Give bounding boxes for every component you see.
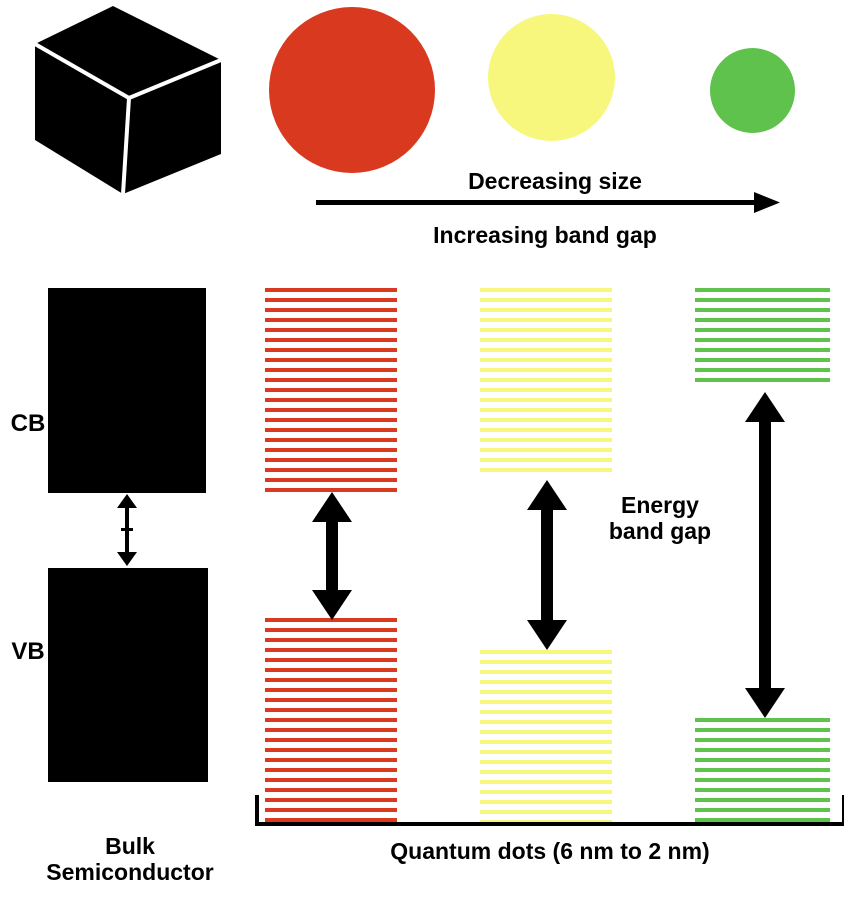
decreasing-size-arrow	[316, 192, 780, 213]
energy-band-gap-label: Energy band gap	[608, 492, 712, 545]
large-quantum-dot	[269, 7, 435, 173]
bulk-band-gap-arrow	[117, 494, 137, 566]
bulk-semiconductor-caption: Bulk Semiconductor	[46, 833, 214, 886]
red-valence-band-levels	[265, 618, 397, 822]
red-conduction-band-levels	[265, 288, 397, 492]
yellow-band-gap-arrow	[527, 480, 567, 650]
yellow-conduction-band-levels	[480, 288, 612, 478]
bulk-valence-band	[48, 568, 208, 782]
vb-label: VB	[11, 638, 45, 665]
green-valence-band-levels	[695, 718, 830, 822]
increasing-band-gap-label: Increasing band gap	[433, 222, 657, 248]
green-conduction-band-levels	[695, 288, 830, 388]
yellow-valence-band-levels	[480, 650, 612, 822]
quantum-dots-caption: Quantum dots (6 nm to 2 nm)	[390, 838, 710, 864]
red-band-gap-arrow	[312, 492, 352, 620]
quantum-dots-bracket	[255, 795, 844, 826]
decreasing-size-label: Decreasing size	[468, 168, 642, 194]
small-quantum-dot	[710, 48, 795, 133]
bulk-conduction-band	[48, 288, 206, 493]
green-band-gap-arrow	[745, 392, 785, 718]
medium-quantum-dot	[488, 14, 615, 141]
bulk-semiconductor-cube	[34, 6, 222, 195]
cb-label: CB	[10, 410, 46, 437]
